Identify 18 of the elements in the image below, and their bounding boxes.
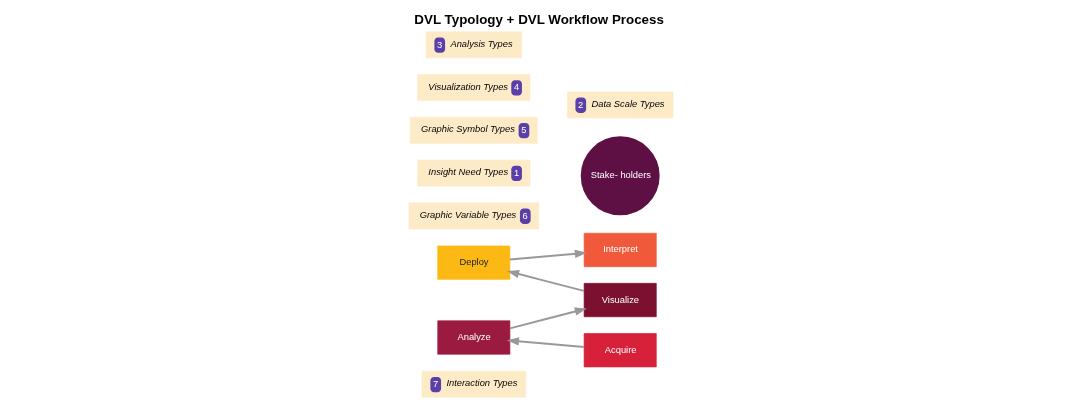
node-circle: Stake- holders xyxy=(578,133,663,218)
node-box: Visualize xyxy=(583,282,657,317)
node-box: Visualization Types 4 xyxy=(417,73,531,101)
node-box: Graphic Variable Types 6 xyxy=(408,202,539,229)
arrow xyxy=(506,336,584,348)
arrow xyxy=(509,249,587,261)
arrow xyxy=(507,269,585,292)
node-box: 3 Analysis Types xyxy=(425,30,522,58)
node-box: 7 Interaction Types xyxy=(421,370,526,398)
node-box: Analyze xyxy=(437,319,511,355)
diagram-title: DVL Typology + DVL Workflow Process xyxy=(414,11,664,27)
node-box: Graphic Symbol Types 5 xyxy=(410,116,538,144)
arrow xyxy=(509,306,587,329)
node-box: Interpret xyxy=(583,232,657,267)
node-box: 2 Data Scale Types xyxy=(567,91,674,118)
node-box: Insight Need Types 1 xyxy=(417,159,531,186)
node-box: Deploy xyxy=(437,245,511,280)
node-box: Acquire xyxy=(583,332,657,367)
